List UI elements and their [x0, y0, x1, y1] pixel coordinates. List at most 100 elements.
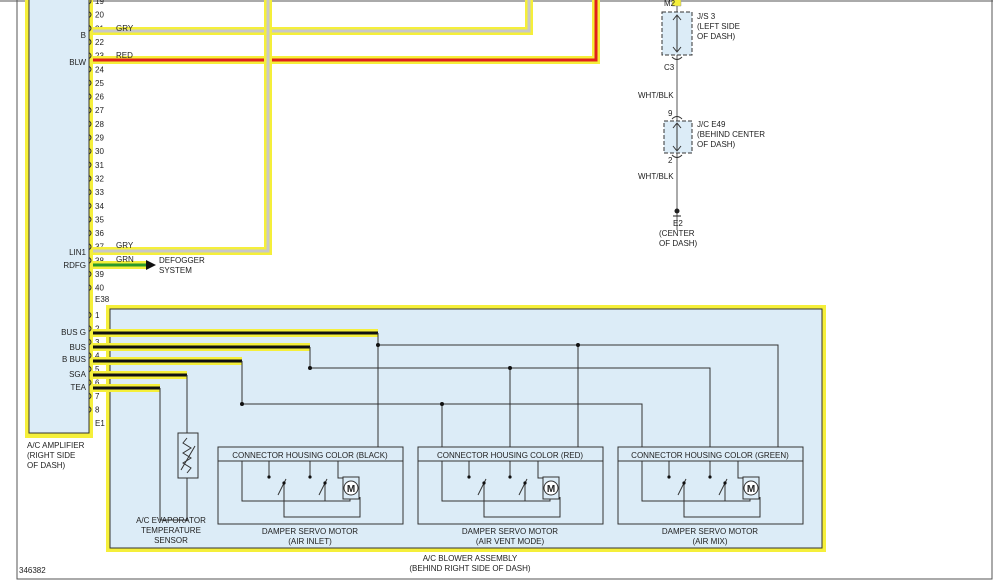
pin-terminal-icon [88, 365, 92, 373]
switch-contact-icon [482, 481, 486, 485]
pin-number: 24 [95, 65, 104, 74]
jc-e49-name: J/C E49 [697, 120, 726, 129]
motor-connector-box [217, 446, 404, 525]
pin-number: 5 [95, 365, 100, 374]
connector-housing-label: CONNECTOR HOUSING COLOR (GREEN) [631, 451, 789, 460]
switch-contact-icon [682, 481, 686, 485]
pin-number: 7 [95, 392, 100, 401]
pin-number: 38 [95, 256, 104, 265]
pin-terminal-icon [88, 52, 92, 59]
pin-terminal-icon [88, 284, 92, 292]
wire-color-pin38: GRN [116, 255, 134, 264]
js3-location-1: (LEFT SIDE [697, 22, 740, 31]
motor-connector-box [417, 446, 604, 525]
motor-connector-box [617, 446, 804, 525]
thermistor-zigzag-icon [182, 437, 192, 474]
defogger-label-2: SYSTEM [159, 266, 192, 275]
pin-number: 22 [95, 38, 104, 47]
pin-number: 8 [95, 406, 100, 415]
ground-top-label: M2 [664, 0, 676, 8]
pin-number: 33 [95, 188, 104, 197]
pin-number: 31 [95, 161, 104, 170]
blower-name: A/C BLOWER ASSEMBLY [423, 554, 518, 563]
pin-terminal-icon [88, 229, 92, 237]
ground-point-icon [674, 208, 680, 214]
pin-terminal-icon [88, 24, 92, 32]
switch-contact-icon [323, 481, 327, 485]
pin-terminal-icon [88, 392, 92, 400]
pin-number: 19 [95, 0, 104, 6]
pin-terminal-icon [88, 175, 92, 182]
pin-terminal-icon [88, 93, 92, 100]
pin-terminal-icon [88, 38, 92, 46]
sensor-label-2: TEMPERATURE [141, 526, 201, 535]
pin-number: 6 [95, 379, 100, 388]
pin-terminal-icon [88, 243, 92, 251]
js3-arrow-top-icon [672, 14, 682, 21]
wire-gry-pin37-highlight [93, 0, 272, 255]
pin-number: 1 [95, 311, 100, 320]
pin-number: 27 [95, 106, 104, 115]
pin-terminal-icon [88, 11, 92, 19]
amplifier-box [28, 0, 90, 434]
motor-icon [543, 480, 559, 496]
switch-contact-icon [308, 475, 312, 479]
pin-number: 35 [95, 215, 104, 224]
pin-terminal-icon [88, 352, 92, 359]
signal-bus: BUS [70, 343, 86, 352]
motor-internal-wire [483, 484, 561, 518]
pin-terminal-icon [88, 216, 92, 223]
motor-internal-wire [283, 484, 361, 518]
jc-pin-9: 9 [668, 109, 673, 118]
signal-bus-g: BUS G [61, 328, 86, 337]
jc-arrow-bottom-icon [672, 145, 682, 152]
pin-number: 4 [95, 352, 100, 361]
jc-top-connector-icon [671, 116, 683, 120]
pin-terminal-icon [88, 147, 92, 155]
pin-terminal-icon [88, 120, 92, 128]
defogger-arrow-icon [146, 260, 156, 270]
pin-number: 25 [95, 79, 104, 88]
jc-e49-box [663, 120, 693, 154]
jc-arrow-top-icon [672, 122, 682, 129]
switch-contact-icon [723, 481, 727, 485]
amplifier-location-1: (RIGHT SIDE [27, 451, 75, 460]
wire-color-pin23: RED [116, 51, 133, 60]
jc-pin-2: 2 [668, 156, 673, 165]
connector-housing-label: CONNECTOR HOUSING COLOR (RED) [437, 451, 583, 460]
pin-number: 28 [95, 120, 104, 129]
ground-e2-label: E2 [673, 219, 683, 228]
pin-terminal-icon [88, 0, 92, 5]
wire-color-pin21: GRY [116, 24, 134, 33]
signal-lin1: LIN1 [69, 248, 86, 257]
pin-terminal-icon [88, 256, 92, 264]
pin-terminal-icon [88, 161, 92, 169]
switch-contact-icon [467, 475, 471, 479]
motor-internal-wire [683, 484, 761, 518]
ac-blower-assembly: A/C EVAPORATOR TEMPERATURE SENSOR CONNEC… [93, 305, 826, 573]
connector-housing-label: CONNECTOR HOUSING COLOR (BLACK) [232, 451, 388, 460]
amplifier-name: A/C AMPLIFIER [27, 441, 85, 450]
js3-bottom-connector-icon [671, 56, 683, 60]
signal-tea: TEA [70, 383, 86, 392]
pin-terminal-icon [88, 134, 92, 141]
diagram-frame [16, 0, 993, 580]
pin-terminal-icon [88, 270, 92, 278]
motor-icon [743, 480, 759, 496]
pin-terminal-icon [88, 325, 92, 332]
signal-sga: SGA [69, 370, 87, 379]
pin-terminal-icon [88, 379, 92, 386]
pin-terminal-icon [88, 311, 92, 319]
pin-number: 40 [95, 284, 104, 293]
signal-b: B [81, 31, 86, 40]
pin-terminal-icon [88, 202, 92, 210]
pin-number: 36 [95, 229, 104, 238]
signal-b-bus: B BUS [62, 355, 86, 364]
thermistor-slash-icon [180, 445, 196, 471]
js3-arrow-bottom-icon [672, 46, 682, 53]
pin-terminal-icon [88, 79, 92, 87]
ac-amplifier: 1920212223242526272829303132333435363738… [25, 0, 110, 470]
